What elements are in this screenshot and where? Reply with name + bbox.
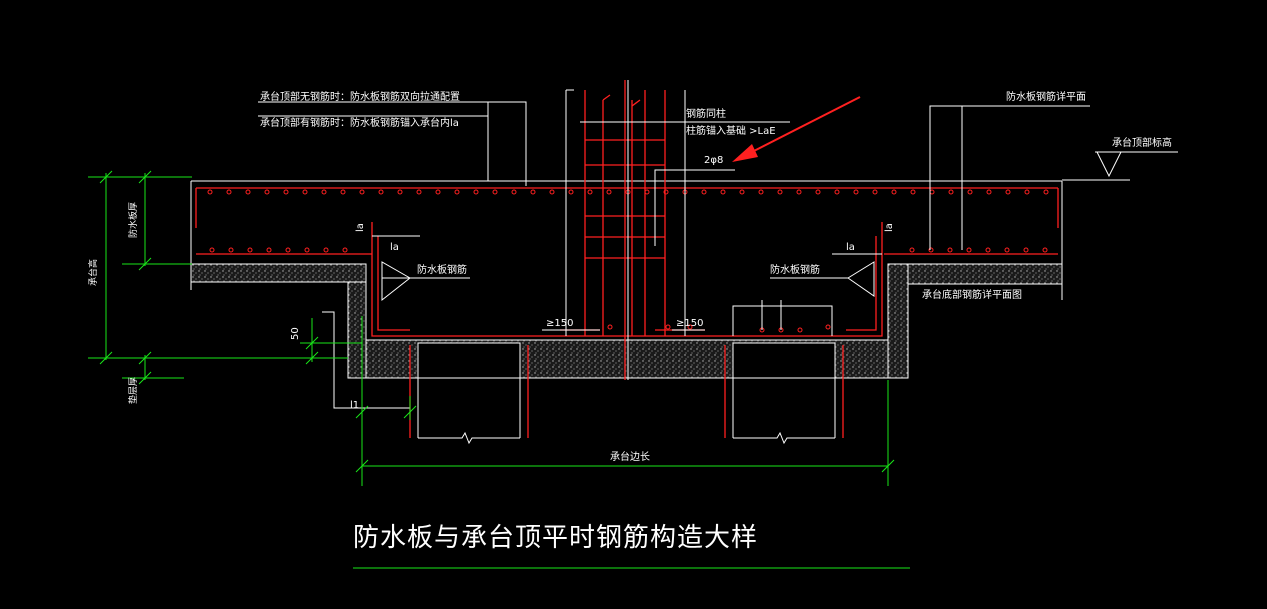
rebar-dot bbox=[758, 189, 764, 195]
stirrup-label: 2φ8 bbox=[704, 155, 723, 166]
rebar-dot bbox=[853, 189, 859, 195]
rebar-dot bbox=[587, 189, 593, 195]
rebar-dot bbox=[304, 247, 310, 253]
rebar-dot bbox=[947, 247, 953, 253]
cap-length-label: 承台边长 bbox=[610, 450, 650, 463]
rebar-dot bbox=[416, 189, 422, 195]
cushion-layer bbox=[190, 263, 1063, 379]
rebar-dot bbox=[359, 189, 365, 195]
rebar-dot bbox=[454, 189, 460, 195]
note-top-1: 承台顶部无钢筋时：防水板钢筋双向拉通配置 bbox=[260, 90, 460, 103]
wp-bar-label-right: 防水板钢筋 bbox=[770, 263, 820, 276]
rebar-dot bbox=[321, 189, 327, 195]
rebar-dot bbox=[796, 189, 802, 195]
rebar-dot bbox=[777, 189, 783, 195]
l1-label: l1 bbox=[350, 400, 359, 411]
rebar-dot bbox=[264, 189, 270, 195]
rebar-dot bbox=[302, 189, 308, 195]
rebar-dot bbox=[986, 189, 992, 195]
rebar-dot bbox=[245, 189, 251, 195]
rebar-dot bbox=[226, 189, 232, 195]
annotation-arrow bbox=[732, 96, 861, 162]
rebar-dot bbox=[397, 189, 403, 195]
dim-50-label: 50 bbox=[290, 327, 301, 340]
rebar-dot bbox=[663, 189, 669, 195]
rebar-dot bbox=[323, 247, 329, 253]
rebar-dot bbox=[378, 189, 384, 195]
rebar-dot bbox=[207, 189, 213, 195]
rebar-dot bbox=[739, 189, 745, 195]
plate-thickness-label: 防水板厚 bbox=[127, 202, 139, 238]
rebar-dot bbox=[872, 189, 878, 195]
rebar-dot bbox=[473, 189, 479, 195]
note-top-2: 承台顶部有钢筋时：防水板钢筋锚入承台内la bbox=[260, 116, 459, 129]
rebar-dot bbox=[228, 247, 234, 253]
elevation-label: 承台顶部标高 bbox=[1112, 136, 1172, 149]
rebar-dot bbox=[701, 189, 707, 195]
la-label-1: la bbox=[355, 223, 366, 232]
rebar-dot bbox=[834, 189, 840, 195]
rebar-dot bbox=[1023, 247, 1029, 253]
cushion-thickness-label: 垫层厚 bbox=[127, 377, 139, 404]
column-note-1: 钢筋同柱 bbox=[686, 107, 726, 120]
pile-left bbox=[417, 342, 521, 445]
rebar-dot bbox=[511, 189, 517, 195]
rebar-dots-top bbox=[207, 189, 1049, 195]
rebar-dot bbox=[720, 189, 726, 195]
cap-height-label: 承台高 bbox=[87, 259, 99, 286]
rebar-dot bbox=[1043, 189, 1049, 195]
right-top-note: 防水板钢筋详平面 bbox=[1006, 90, 1086, 103]
dimensions bbox=[88, 170, 910, 569]
rebar-dot bbox=[340, 189, 346, 195]
rebar-dot bbox=[1024, 189, 1030, 195]
dim-150-right: ≥150 bbox=[676, 318, 703, 329]
rebar-dot bbox=[1005, 189, 1011, 195]
rebar-dot bbox=[929, 189, 935, 195]
rebar-dot bbox=[283, 189, 289, 195]
drawing-title: 防水板与承台顶平时钢筋构造大样 bbox=[353, 523, 758, 553]
rebar-dot bbox=[530, 189, 536, 195]
rebar-dot bbox=[285, 247, 291, 253]
rebar-dot bbox=[910, 189, 916, 195]
rebar-dot bbox=[492, 189, 498, 195]
pile-right bbox=[732, 342, 836, 445]
rebar-dot bbox=[891, 189, 897, 195]
cap-bottom-label: 承台底部钢筋详平面图 bbox=[922, 288, 1022, 301]
la-label-3: la bbox=[846, 242, 855, 253]
rebar-dot bbox=[606, 189, 612, 195]
rebar-dot bbox=[815, 189, 821, 195]
rebar-dot bbox=[948, 189, 954, 195]
rebar-dot bbox=[342, 247, 348, 253]
rebar-dot bbox=[209, 247, 215, 253]
rebar-dot bbox=[966, 247, 972, 253]
rebar-dot bbox=[928, 247, 934, 253]
dim-150-left: ≥150 bbox=[546, 318, 573, 329]
rebar-dot bbox=[1042, 247, 1048, 253]
rebar-dot bbox=[1004, 247, 1010, 253]
rebar-dot bbox=[967, 189, 973, 195]
rebar-dot bbox=[568, 189, 574, 195]
rebar-dot bbox=[909, 247, 915, 253]
la-label-4: la bbox=[884, 223, 895, 232]
rebar-dot bbox=[266, 247, 272, 253]
column-rebar bbox=[584, 80, 666, 380]
column-note-2: 柱筋锚入基础 >LaE bbox=[686, 124, 776, 137]
rebar-dot bbox=[435, 189, 441, 195]
rebar-dot bbox=[247, 247, 253, 253]
rebar-dot bbox=[985, 247, 991, 253]
rebar-dots-bottom bbox=[209, 247, 1048, 253]
la-label-2: la bbox=[390, 242, 399, 253]
wp-bar-label-left: 防水板钢筋 bbox=[417, 263, 467, 276]
rebar-dot bbox=[549, 189, 555, 195]
